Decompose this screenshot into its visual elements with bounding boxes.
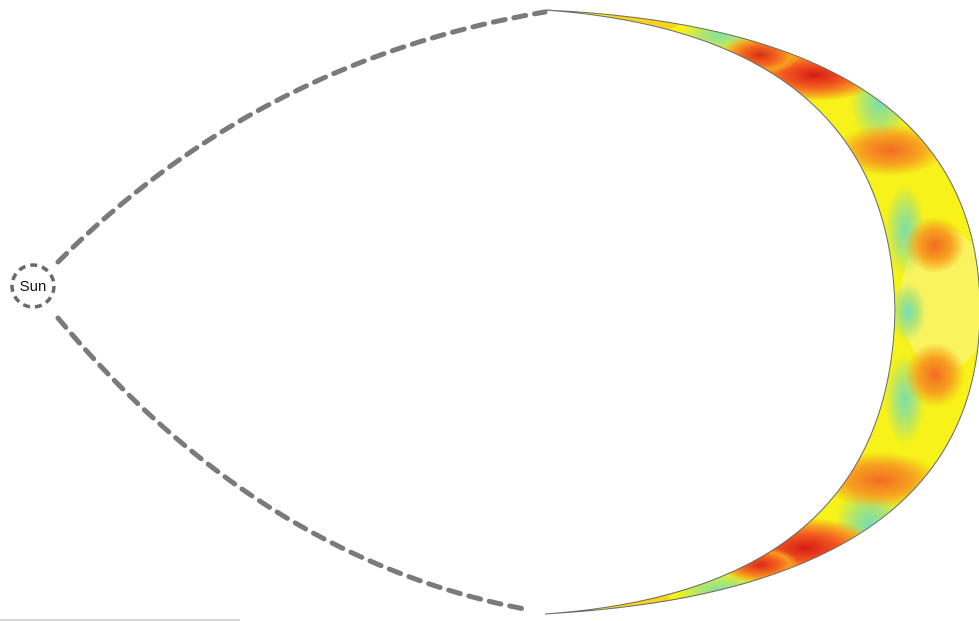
heliosheath-band [540, 0, 979, 621]
sun-label: Sun [20, 278, 47, 295]
sun-marker: Sun [12, 265, 54, 307]
lower-trajectory [58, 318, 530, 610]
upper-trajectory [58, 12, 545, 262]
